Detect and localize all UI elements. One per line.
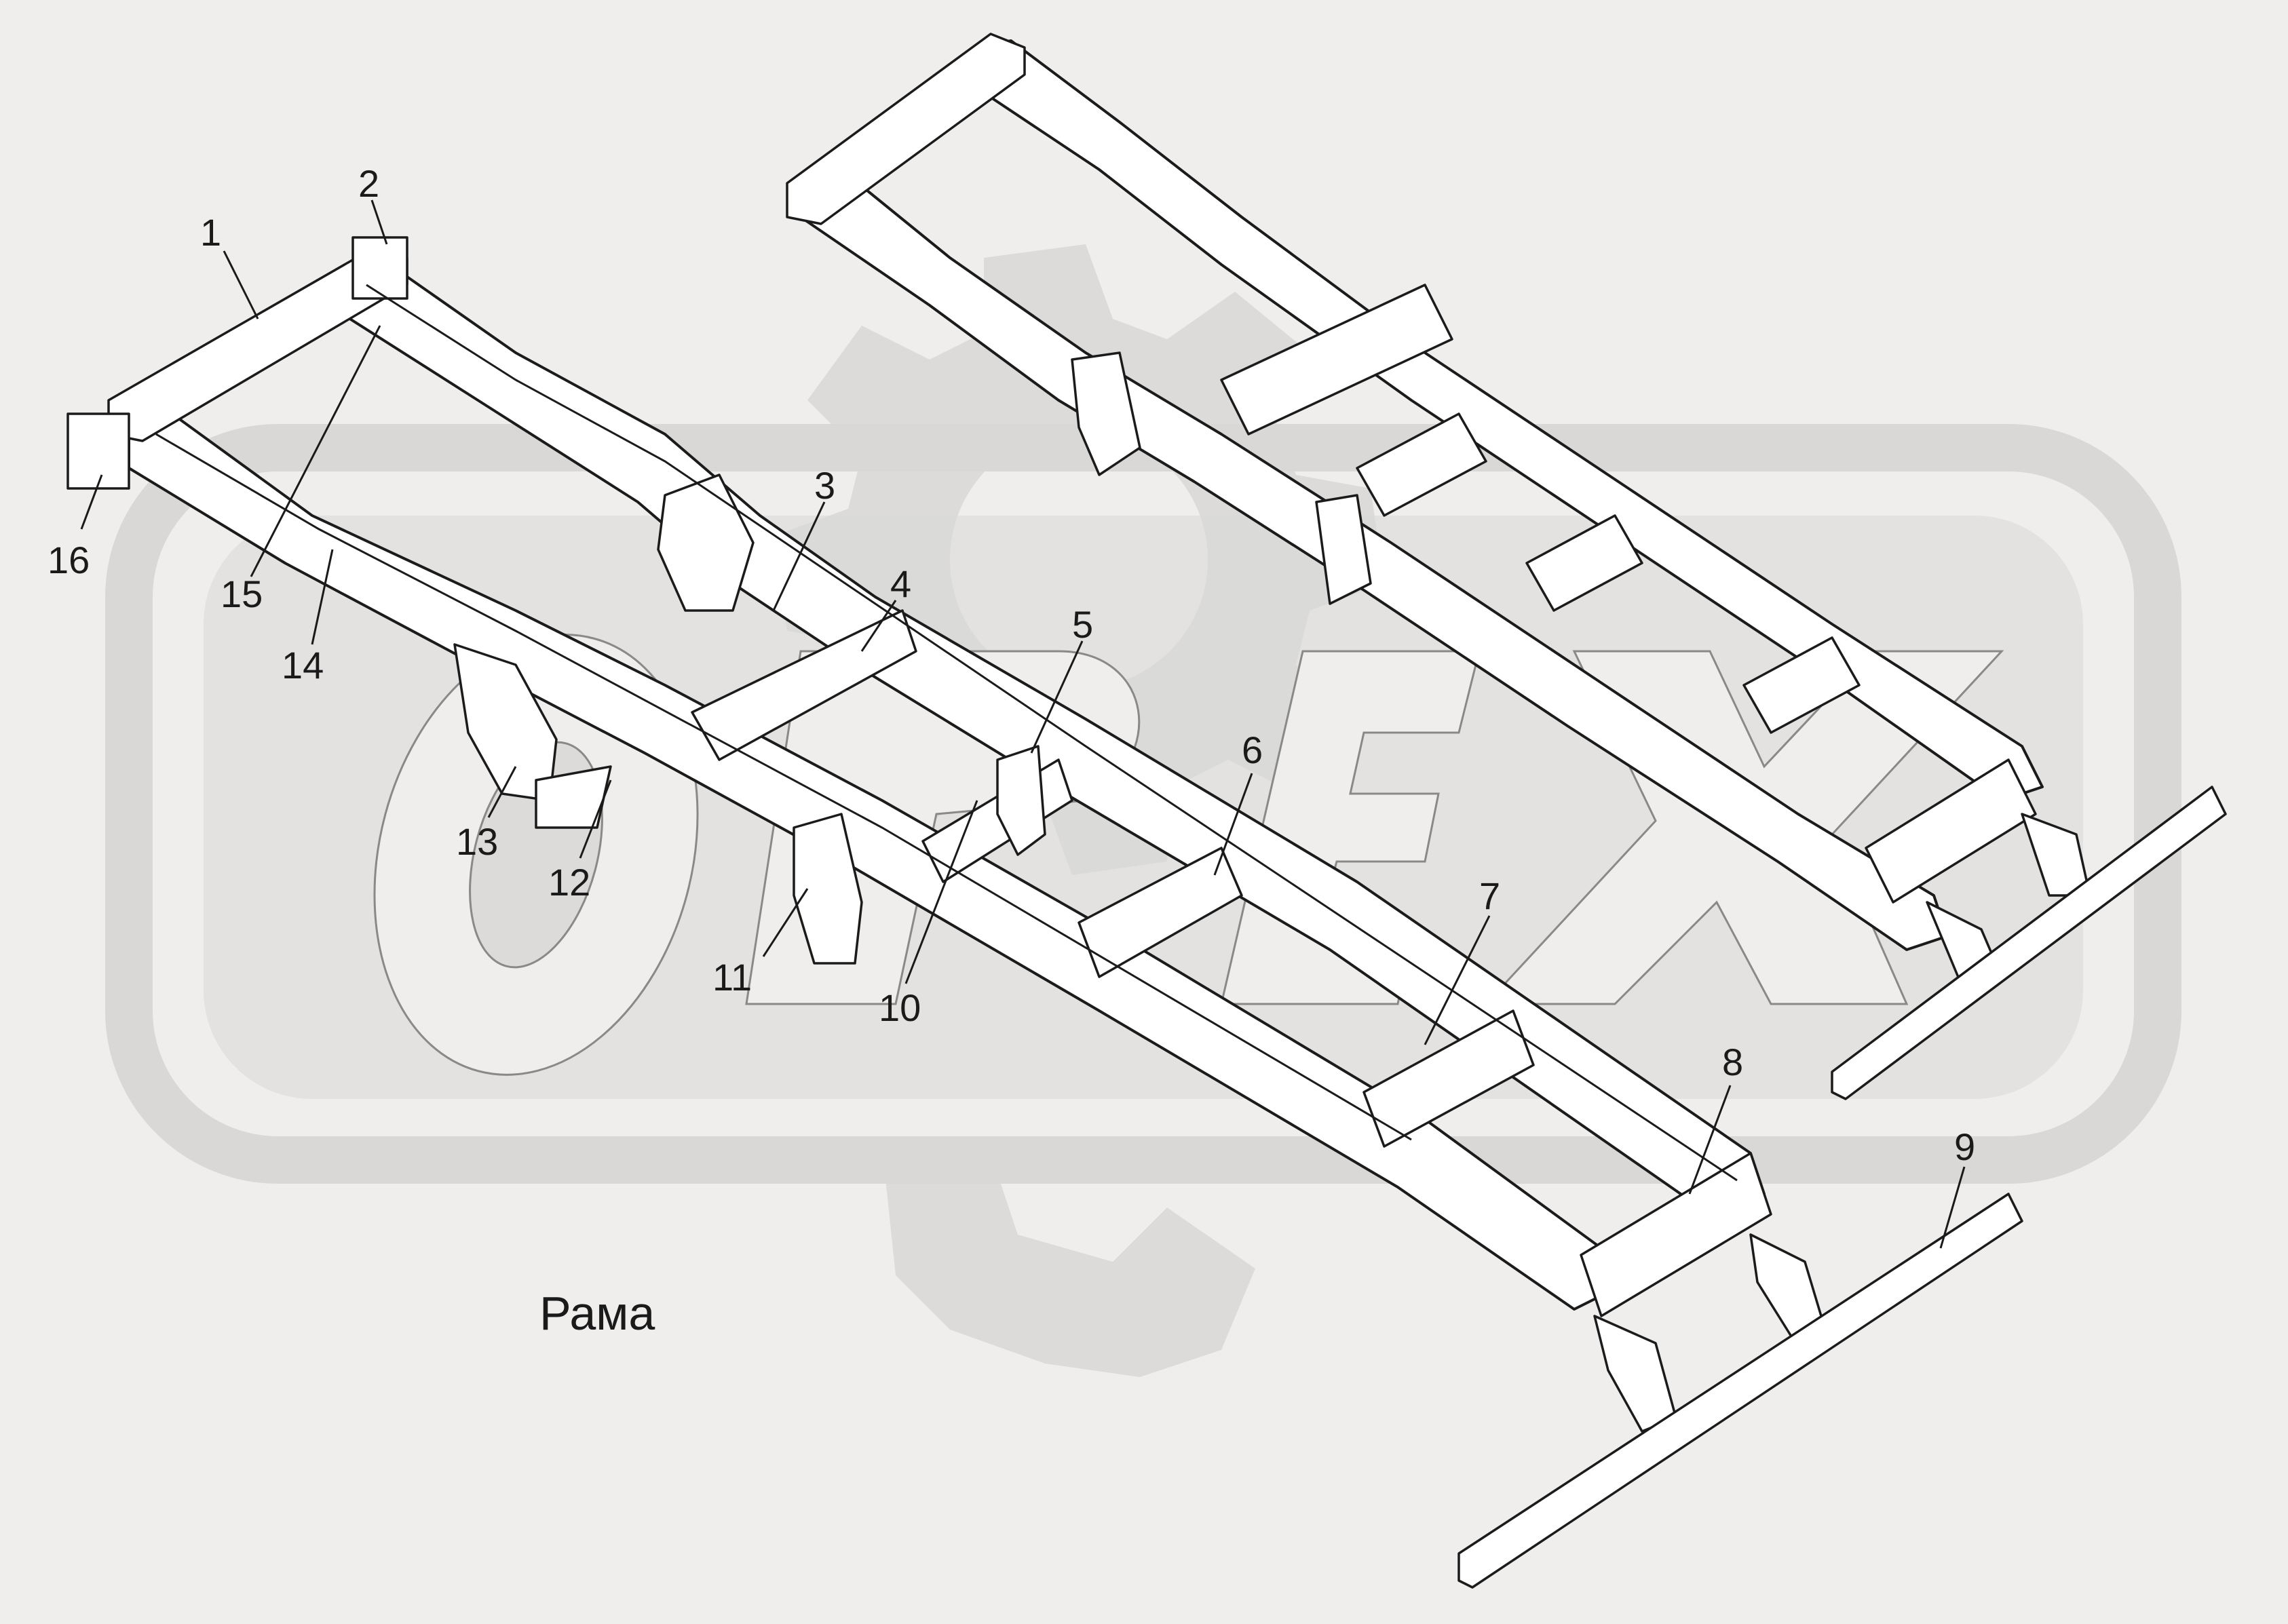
rear-cross-member-8: [1580, 1152, 1772, 1317]
leader-16: [80, 474, 103, 530]
spring-bracket-11: [793, 813, 863, 965]
top-rear-bumper: [1831, 786, 2227, 1100]
callout-4: 4: [890, 562, 911, 605]
front-bracket-left: [66, 412, 130, 490]
callout-11: 11: [712, 956, 752, 999]
top-rail-right: [976, 39, 2044, 802]
leader-15: [250, 325, 381, 577]
watermark-gear-lower: [882, 1146, 1255, 1377]
callout-15: 15: [221, 573, 263, 615]
leader-6: [1213, 773, 1253, 876]
leader-1: [223, 250, 259, 320]
second-frame-drawing: [786, 33, 2227, 1100]
leader-9: [1939, 1166, 1966, 1249]
callout-labels: 1 2 3 4 5 6 7 8 9 10 11 12 13 14 15 16: [47, 162, 1975, 1168]
leader-7: [1424, 915, 1491, 1045]
leader-8: [1688, 1085, 1732, 1195]
callout-3: 3: [814, 464, 835, 507]
leader-10: [904, 800, 978, 984]
callout-7: 7: [1479, 874, 1500, 917]
callout-10: 10: [879, 986, 921, 1029]
bracket-12: [535, 765, 612, 829]
top-bracket-b: [1315, 494, 1372, 605]
leader-4: [860, 600, 897, 652]
diagram-title: Рама: [539, 1287, 655, 1340]
inner-rail-line-1: [155, 433, 1412, 1141]
leader-5: [1030, 640, 1084, 754]
leader-14: [311, 549, 334, 645]
top-cross-member-c: [1525, 514, 1643, 612]
leader-11: [762, 888, 809, 957]
top-cross-member-a: [1220, 284, 1453, 436]
top-rear-cross-member: [1865, 758, 2037, 904]
top-front-cross-member: [786, 33, 1026, 225]
leader-2: [370, 199, 388, 245]
spring-bracket-5: [996, 745, 1046, 856]
top-cross-member-b: [1356, 412, 1487, 517]
inner-rail-line-2: [366, 284, 1738, 1182]
top-bracket-a: [1071, 351, 1141, 476]
spring-bracket-3: [657, 473, 755, 612]
callout-12: 12: [548, 861, 590, 904]
callout-leaders: [80, 199, 1966, 1249]
callout-13: 13: [456, 820, 498, 863]
leader-13: [487, 766, 517, 818]
cross-member-6: [1078, 847, 1243, 978]
callout-1: 1: [200, 211, 221, 254]
callout-2: 2: [358, 162, 379, 205]
callout-16: 16: [47, 539, 90, 581]
callout-5: 5: [1072, 603, 1093, 646]
callout-9: 9: [1954, 1125, 1975, 1168]
rear-bracket-left: [1593, 1315, 1677, 1433]
cross-member-7: [1362, 1009, 1535, 1148]
rear-bumper-9: [1457, 1193, 2023, 1589]
main-frame-drawing: [66, 236, 2023, 1589]
leader-12: [579, 779, 612, 859]
front-bracket-right: [351, 236, 408, 300]
callout-14: 14: [282, 644, 324, 687]
callout-6: 6: [1242, 729, 1263, 771]
leader-3: [772, 501, 826, 611]
cross-member-4: [691, 609, 917, 761]
callout-8: 8: [1722, 1041, 1743, 1083]
top-cross-member-d: [1742, 636, 1861, 734]
